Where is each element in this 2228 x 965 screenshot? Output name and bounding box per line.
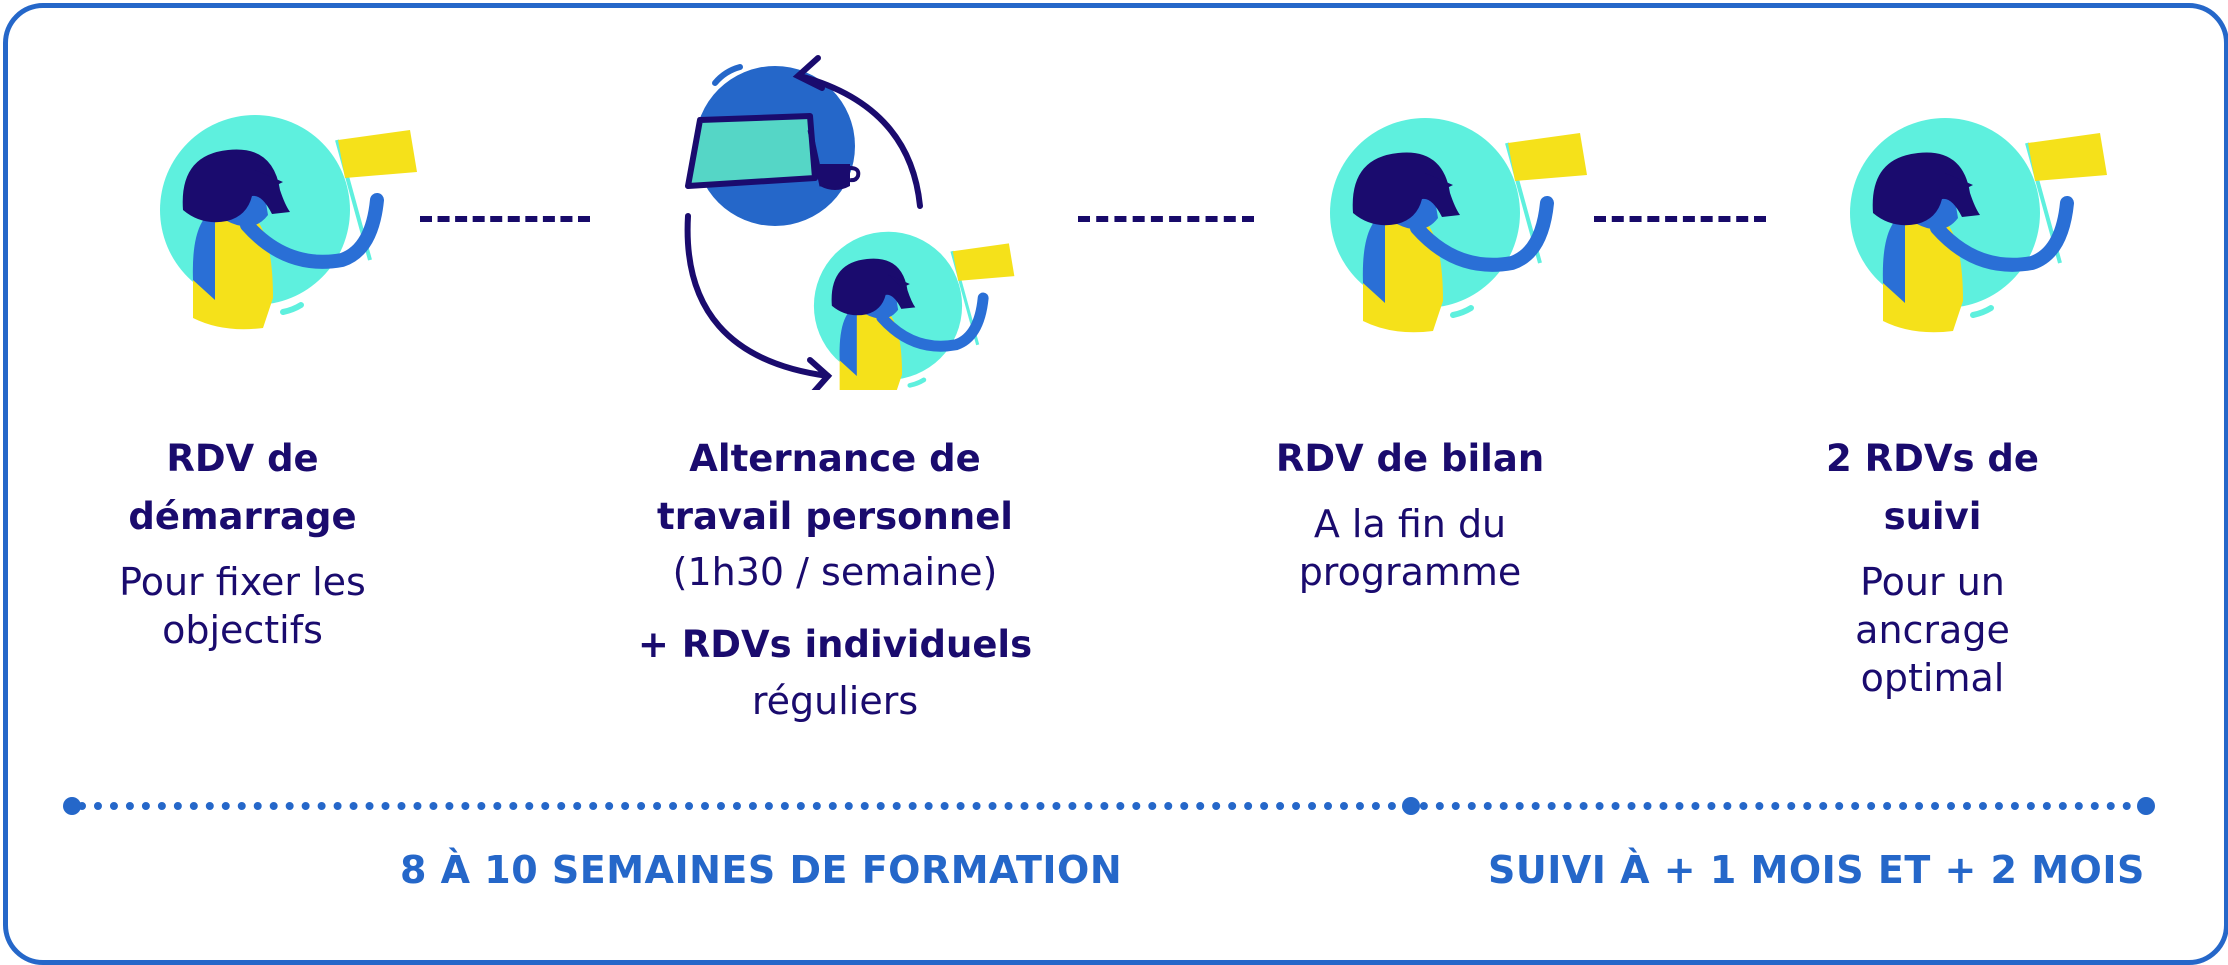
step-description: (1h30 / semaine) <box>672 550 998 594</box>
connector-dash <box>1594 216 1766 222</box>
phase-label-followup: SUIVI À + 1 MOIS ET + 2 MOIS <box>1488 848 2145 892</box>
step-1: RDV de démarrage Pour fixer les objectif… <box>60 430 425 654</box>
step-3: RDV de bilan A la fin du programme <box>1230 430 1590 596</box>
step-title: RDV de bilan <box>1275 437 1545 480</box>
connector-dash <box>1078 216 1254 222</box>
step-description: Pour fixer les <box>119 560 366 604</box>
step-title: démarrage <box>128 495 357 538</box>
step-extra-title: + RDVs individuels <box>637 623 1033 666</box>
step-description: A la fin du <box>1313 502 1507 546</box>
step-description: programme <box>1298 550 1522 594</box>
step-extra-description: réguliers <box>751 679 919 723</box>
step-4: 2 RDVs de suivi Pour un ancrage optimal <box>1770 430 2095 702</box>
connector-dash <box>420 216 590 222</box>
step-title: RDV de <box>166 437 319 480</box>
step-title: suivi <box>1883 495 1982 538</box>
person-flag-icon <box>1845 103 2125 333</box>
person-flag-icon <box>1325 103 1605 333</box>
timeline-dotted-line <box>78 802 2148 810</box>
step-description: optimal <box>1860 656 2005 700</box>
work-cycle-illustration <box>684 55 1030 390</box>
laptop-cup-icon <box>685 64 861 226</box>
phase-label-training: 8 À 10 SEMAINES DE FORMATION <box>400 848 1123 892</box>
person-flag-icon <box>155 100 435 330</box>
step-title: 2 RDVs de <box>1826 437 2039 480</box>
step-title: travail personnel <box>657 495 1013 538</box>
step-2: Alternance de travail personnel (1h30 / … <box>610 430 1060 728</box>
timeline-end-dot <box>2137 797 2155 815</box>
step-description: Pour un <box>1860 560 2005 604</box>
cycle-arrows-icon <box>684 55 923 390</box>
step-description: ancrage <box>1855 608 2010 652</box>
step-title: Alternance de <box>689 437 981 480</box>
timeline-mid-dot <box>1402 797 1420 815</box>
timeline-start-dot <box>63 797 81 815</box>
step-description: objectifs <box>162 608 323 652</box>
